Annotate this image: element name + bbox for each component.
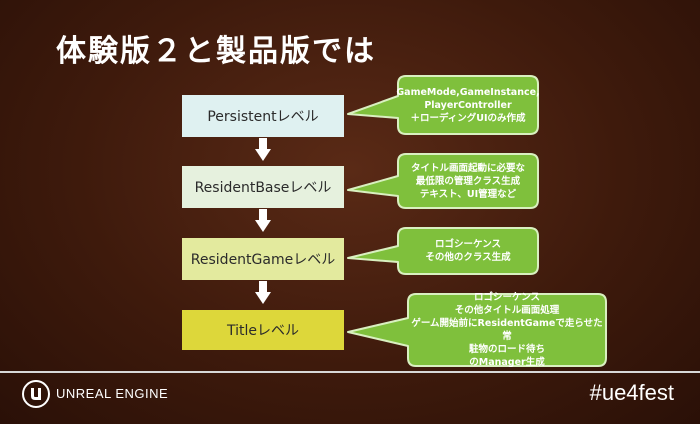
footer-divider [0,371,700,373]
callout-line: ロゴシーケンス [434,239,502,250]
callout-bubble-1 [347,75,539,135]
callout-line: GameMode,GameInstance, [396,86,540,98]
callout-text-resident-base: タイトル画面起動に必要な 最低限の管理クラス生成 テキスト、UI管理など [398,154,538,208]
callout-line: ＋ローディングUIのみ作成 [410,112,526,124]
down-arrow-icon [255,138,271,162]
callout-line: その他のクラス生成 [425,252,511,263]
callout-line: PlayerController [424,99,512,111]
callout-line: のManager生成 [469,357,545,368]
callout-line: 駐物のロード待ち [468,344,545,355]
level-box-resident-base: ResidentBaseレベル [182,166,344,208]
callout-text-persistent: GameMode,GameInstance, PlayerController … [396,76,540,134]
callout-line: その他タイトル画面処理 [454,305,560,316]
level-box-title: Titleレベル [182,310,344,350]
callout-bubble-4 [347,293,607,367]
callout-line: ロゴシーケンス [473,292,541,303]
callout-text-title: ロゴシーケンス その他タイトル画面処理 ゲーム開始前にResidentGameで… [408,292,606,368]
unreal-logo-icon [22,380,50,408]
engine-name: UNREAL ENGINE [56,386,169,401]
event-hashtag: #ue4fest [589,380,674,405]
callout-bubble-2 [347,153,539,209]
callout-line: テキスト、UI管理など [419,188,517,200]
down-arrow-icon [255,281,271,305]
down-arrow-icon [255,209,271,233]
slide-title: 体験版２と製品版では [56,34,376,69]
level-box-persistent: Persistentレベル [182,95,344,137]
callout-text-resident-game: ロゴシーケンス その他のクラス生成 [398,228,538,274]
callout-line: ゲーム開始前にResidentGameで走らせた常 [411,318,603,342]
level-box-resident-game: ResidentGameレベル [182,238,344,280]
callout-line: タイトル画面起動に必要な [410,162,525,174]
callout-bubble-3 [347,227,539,275]
callout-line: 最低限の管理クラス生成 [415,175,521,187]
